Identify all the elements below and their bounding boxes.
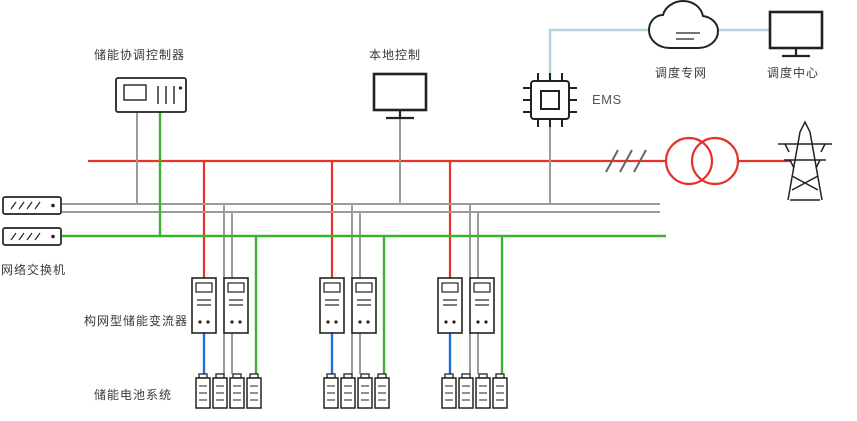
label-network-switch: 网络交换机 <box>1 263 67 277</box>
coordinator-controller-icon <box>115 77 187 113</box>
power-lines <box>88 159 791 278</box>
label-battery-system: 储能电池系统 <box>94 388 173 402</box>
cloud-icon <box>647 0 720 49</box>
line-break-icon <box>605 149 647 173</box>
converter-group-2 <box>320 278 376 333</box>
dispatch-center-monitor-icon <box>768 10 824 58</box>
converter-group-1 <box>192 278 248 333</box>
battery-group-1 <box>196 374 261 408</box>
ems-chip-icon <box>523 73 577 127</box>
transmission-tower-icon <box>778 120 832 201</box>
transformer-icon <box>664 136 740 186</box>
local-control-monitor-icon <box>372 72 428 120</box>
label-coordinator: 储能协调控制器 <box>94 48 186 62</box>
dc-link-lines <box>202 333 452 374</box>
label-dispatch-center: 调度中心 <box>767 66 820 80</box>
label-local-control: 本地控制 <box>369 48 422 62</box>
label-converter: 构网型储能变流器 <box>84 314 189 328</box>
battery-group-3 <box>442 374 507 408</box>
green-network-lines <box>62 112 666 374</box>
converter-group-3 <box>438 278 494 333</box>
battery-group-2 <box>324 374 389 408</box>
network-switch-b-icon <box>2 227 62 246</box>
label-ems: EMS <box>592 92 622 107</box>
label-dispatch-network: 调度专网 <box>655 66 708 80</box>
comm-lines <box>62 112 660 374</box>
network-switch-a-icon <box>2 196 62 215</box>
